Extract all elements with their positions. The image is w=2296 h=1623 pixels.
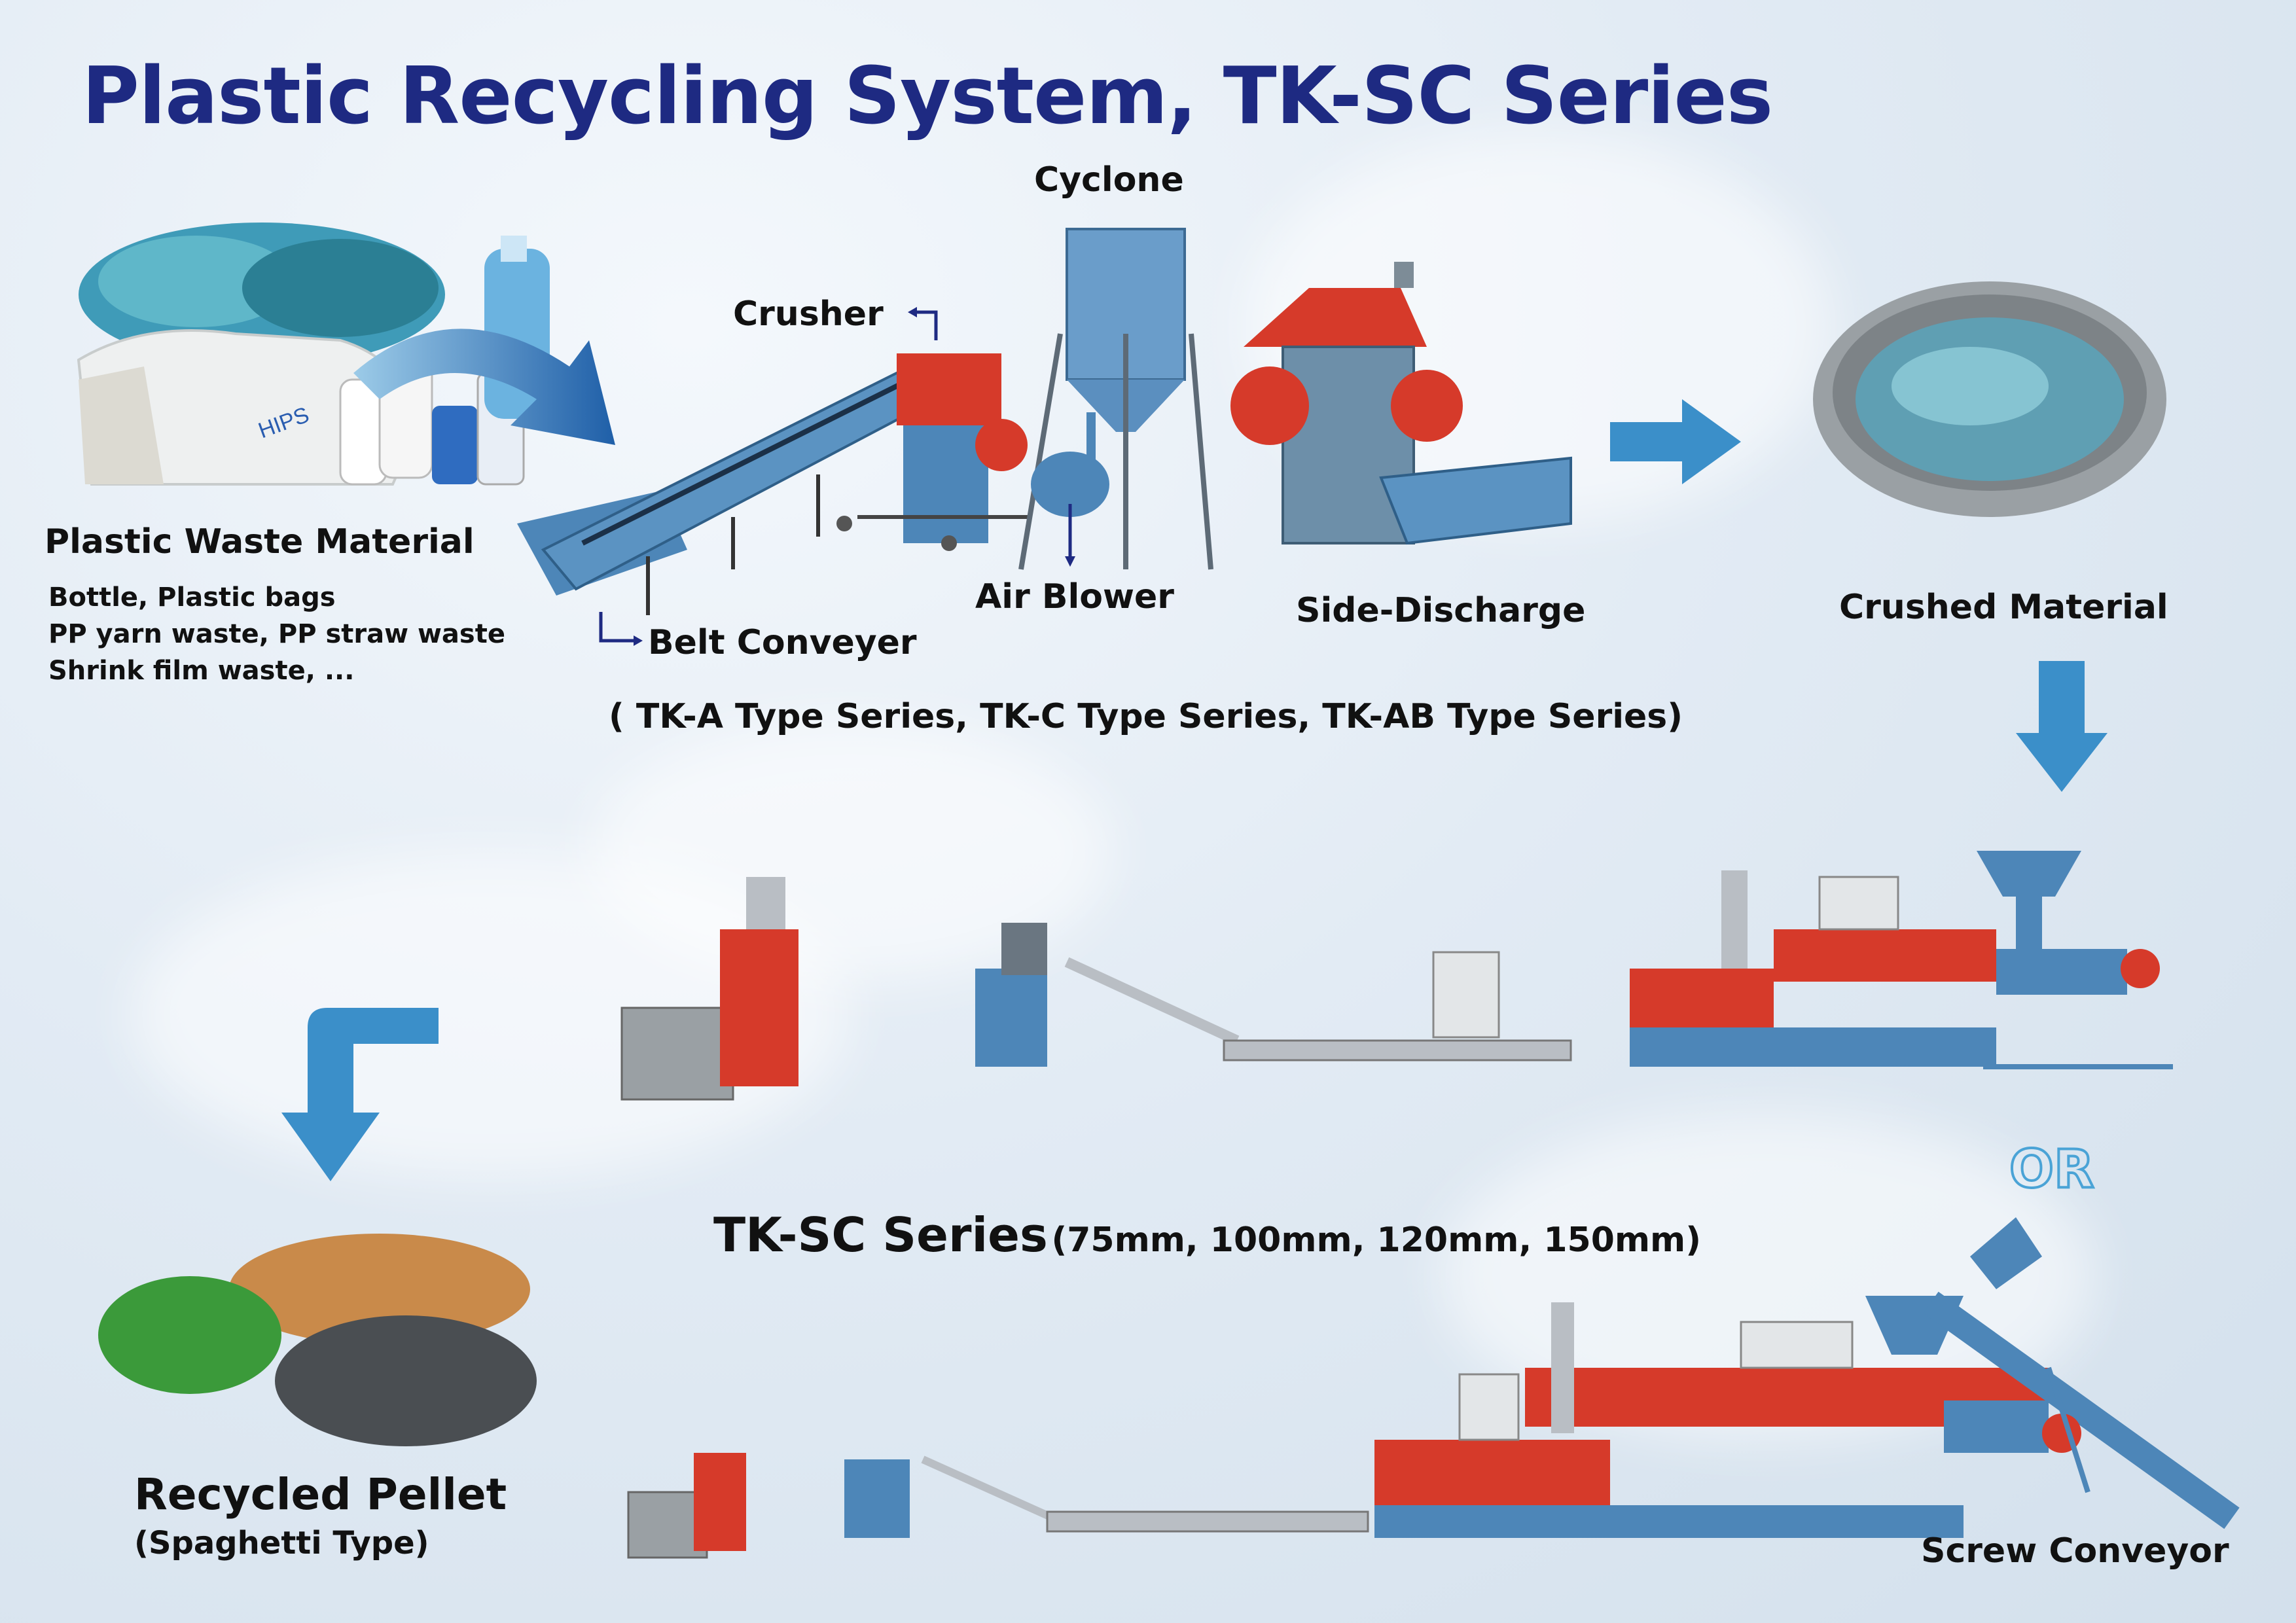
cyclone-image	[1018, 228, 1213, 570]
belt-conveyer-label: Belt Conveyer	[648, 623, 917, 662]
spaghetti-type-label: (Spaghetti Type)	[134, 1525, 429, 1561]
side-discharge-label: Side-Discharge	[1296, 591, 1586, 630]
plastic-waste-label: Plastic Waste Material	[45, 522, 475, 562]
crushed-material-image	[1813, 281, 2166, 517]
waste-detail-1: Bottle, Plastic bags	[48, 582, 336, 613]
tksc-line-image-2	[627, 1217, 2240, 1559]
crusher-label: Crusher	[733, 294, 884, 334]
arrow-curved-icon	[353, 329, 615, 445]
tksc-series-sizes: (75mm, 100mm, 120mm, 150mm)	[1051, 1221, 1702, 1260]
screw-conveyor-label: Screw Conveyor	[1921, 1531, 2229, 1571]
pointer-arrow-icon	[1065, 504, 1075, 567]
cyclone-label: Cyclone	[1034, 160, 1184, 200]
belt-conveyer-crusher-image	[517, 353, 1028, 615]
air-blower-label: Air Blower	[975, 577, 1174, 616]
tksc-series-name: TK-SC Series	[713, 1207, 1048, 1262]
side-discharge-crusher-image	[1230, 262, 1572, 545]
waste-detail-2: PP yarn waste, PP straw waste	[48, 619, 505, 649]
or-label: OR	[2008, 1137, 2096, 1201]
pointer-arrow-icon	[599, 612, 643, 646]
arrow-right-icon	[1610, 399, 1741, 484]
waste-detail-3: Shrink film waste, ...	[48, 656, 355, 686]
page-title: Plastic Recycling System, TK-SC Series	[82, 51, 1773, 142]
tksc-line-image-1	[620, 851, 2173, 1101]
arrow-down-icon	[2016, 661, 2108, 792]
plastic-waste-image: HIPS	[77, 223, 550, 486]
pointer-arrow-icon	[908, 307, 938, 340]
type-series-label: ( TK-A Type Series, TK-C Type Series, TK…	[609, 697, 1683, 736]
recycled-pellet-label: Recycled Pellet	[134, 1469, 507, 1520]
crushed-material-label: Crushed Material	[1839, 588, 2168, 627]
recycled-pellet-image	[98, 1234, 537, 1446]
tksc-series-label: TK-SC Series (75mm, 100mm, 120mm, 150mm)	[713, 1207, 1701, 1262]
arrow-elbow-icon	[281, 1008, 439, 1181]
